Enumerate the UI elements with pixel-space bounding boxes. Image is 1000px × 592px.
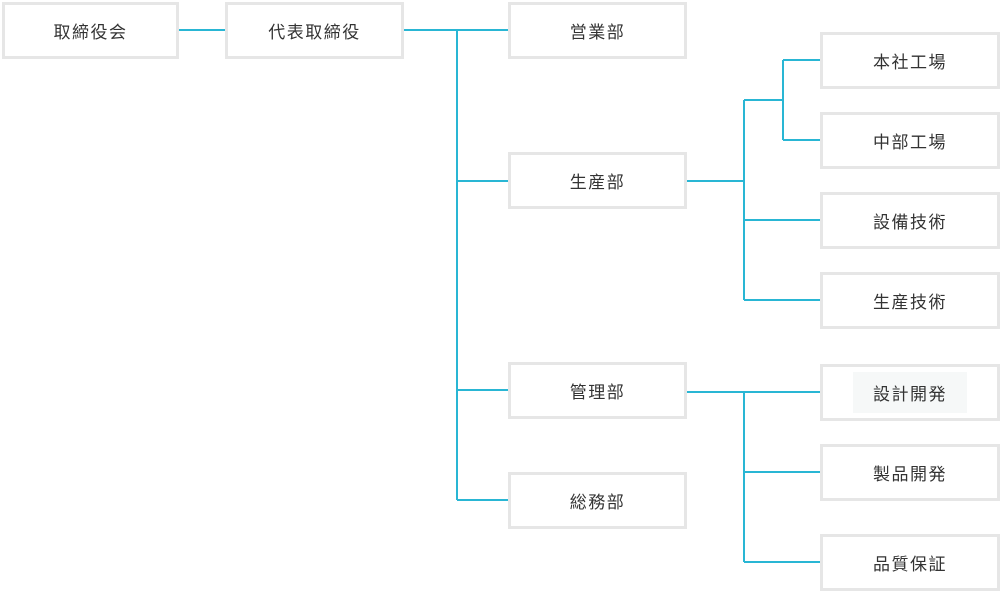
administration-department-label: 管理部 (569, 383, 626, 403)
head-factory-label: 本社工場 (873, 53, 947, 73)
product-dev-label: 製品開発 (873, 465, 947, 485)
sales-department-box: 営業部 (508, 2, 687, 59)
general-affairs-department-box: 総務部 (508, 472, 687, 529)
chubu-factory-box: 中部工場 (820, 112, 1000, 169)
production-department-box: 生産部 (508, 152, 687, 209)
president-box: 代表取締役 (225, 2, 404, 59)
chubu-factory-label: 中部工場 (873, 133, 947, 153)
board-box: 取締役会 (2, 2, 179, 59)
quality-assurance-label: 品質保証 (873, 555, 947, 575)
board-label: 取締役会 (53, 23, 128, 43)
production-tech-label: 生産技術 (873, 293, 947, 313)
design-dev-label: 設計開発 (853, 372, 967, 413)
design-dev-box: 設計開発 (820, 364, 1000, 421)
administration-department-box: 管理部 (508, 362, 687, 419)
head-factory-box: 本社工場 (820, 32, 1000, 89)
production-department-label: 生産部 (569, 173, 626, 193)
product-dev-box: 製品開発 (820, 444, 1000, 501)
president-label: 代表取締役 (268, 23, 361, 43)
general-affairs-department-label: 総務部 (569, 493, 626, 513)
sales-department-label: 営業部 (569, 23, 626, 43)
equipment-tech-box: 設備技術 (820, 192, 1000, 249)
equipment-tech-label: 設備技術 (873, 213, 947, 233)
production-tech-box: 生産技術 (820, 272, 1000, 329)
quality-assurance-box: 品質保証 (820, 534, 1000, 591)
